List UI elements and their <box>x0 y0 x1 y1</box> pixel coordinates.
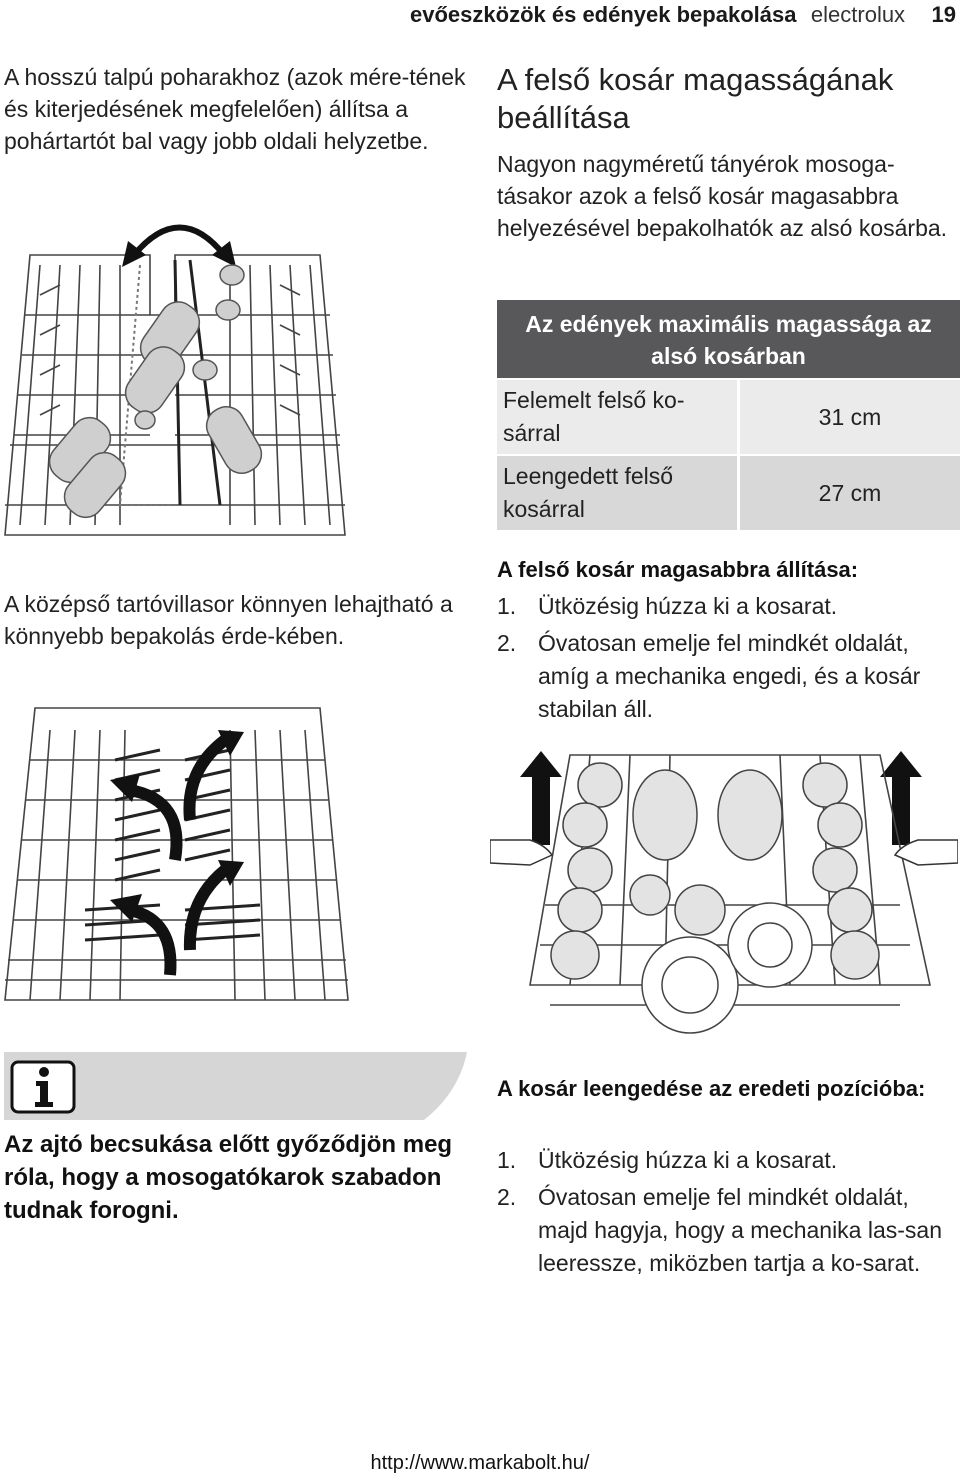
glass-holder-paragraph: A hosszú talpú poharakhoz (azok mére-tén… <box>4 64 466 154</box>
table-row: Felemelt felső ko-sárral 31 cm <box>497 380 960 454</box>
step-number: 1. <box>497 593 517 619</box>
section-title: evőeszközök és edények bepakolása <box>410 2 797 27</box>
list-item: 1. Ütközésig húzza ki a kosarat. <box>497 1144 959 1177</box>
page-header: evőeszközök és edények bepakolása electr… <box>300 2 956 32</box>
upper-basket-folding-tines-illustration <box>4 707 349 1001</box>
info-icon <box>10 1060 76 1114</box>
list-item: 1. Ütközésig húzza ki a kosarat. <box>497 590 959 623</box>
step-text: Óvatosan emelje fel mindkét oldalát, maj… <box>538 1184 943 1276</box>
info-text: Az ajtó becsukása előtt győződjön meg ró… <box>4 1131 453 1224</box>
footer-url: http://www.markabolt.hu/ <box>370 1452 590 1474</box>
height-adjust-title: A felső kosár magasságának beállítása <box>497 62 894 135</box>
raise-steps-list: 1. Ütközésig húzza ki a kosarat. 2. Óvatos… <box>497 590 959 726</box>
list-item: 2. Óvatosan emelje fel mindkét oldalát, m… <box>497 1181 959 1280</box>
table-header: Az edények maximális magassága az alsó k… <box>497 300 960 378</box>
page-number: 19 <box>931 2 956 27</box>
info-banner <box>4 1052 467 1120</box>
table-row: Leengedett felső kosárral 27 cm <box>497 456 960 530</box>
table-cell-label: Felemelt felső ko-sárral <box>497 380 737 454</box>
step-text: Óvatosan emelje fel mindkét oldalát, amí… <box>538 630 921 722</box>
brand-name: electrolux <box>810 2 906 27</box>
table-cell-label: Leengedett felső kosárral <box>497 456 737 530</box>
height-adjust-intro: Nagyon nagyméretű tányérok mosoga-tásako… <box>497 151 948 241</box>
max-height-table: Az edények maximális magassága az alsó k… <box>497 300 960 530</box>
basket-lift-illustration <box>490 751 958 1034</box>
lower-basket-title: A kosár leengedése az eredeti pozícióba: <box>497 1076 926 1101</box>
lower-steps-list: 1. Ütközésig húzza ki a kosarat. 2. Óvatos… <box>497 1144 959 1280</box>
table-cell-value: 27 cm <box>740 456 960 530</box>
step-text: Ütközésig húzza ki a kosarat. <box>538 593 838 619</box>
raise-basket-title: A felső kosár magasabbra állítása: <box>497 557 859 582</box>
list-item: 2. Óvatosan emelje fel mindkét oldalát, a… <box>497 627 959 726</box>
step-number: 2. <box>497 1184 517 1210</box>
step-number: 2. <box>497 630 517 656</box>
step-number: 1. <box>497 1147 517 1173</box>
folding-tines-paragraph: A középső tartóvillasor könnyen lehajtha… <box>4 591 453 649</box>
step-text: Ütközésig húzza ki a kosarat. <box>538 1147 838 1173</box>
table-cell-value: 31 cm <box>740 380 960 454</box>
upper-basket-glass-holder-illustration <box>4 224 346 536</box>
